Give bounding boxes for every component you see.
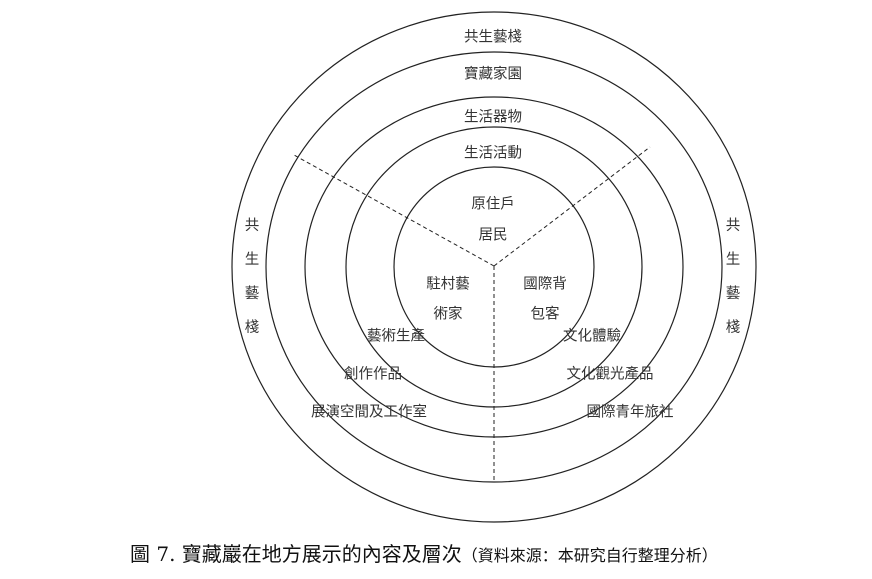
ring-outer <box>231 11 757 523</box>
ring-label-third: 生活器物 <box>464 109 522 126</box>
ring-label-fourth: 生活活動 <box>464 145 522 162</box>
side-label-right: 共 生 藝 棧 <box>726 214 741 337</box>
left-item: 展演空間及工作室 <box>311 404 427 421</box>
side-label-left: 共 生 藝 棧 <box>245 214 260 337</box>
side-char: 藝 <box>244 286 260 302</box>
center-left-line1: 駐村藝 <box>426 276 470 293</box>
divider-right <box>493 146 651 267</box>
divider-left <box>293 154 495 267</box>
side-char: 藝 <box>725 286 741 302</box>
center-top-line2: 居民 <box>478 227 508 244</box>
caption-title: 圖 7. 寶藏巖在地方展示的內容及層次 <box>130 542 462 566</box>
center-right-line2: 包客 <box>530 306 560 323</box>
center-top-line1: 原住戶 <box>471 196 515 213</box>
side-char: 生 <box>244 252 260 268</box>
caption-source: （資料來源：本研究自行整理分析） <box>461 546 718 565</box>
side-char: 棧 <box>725 320 741 336</box>
ring-second <box>265 51 723 483</box>
left-item: 藝術生產 <box>367 328 425 345</box>
left-item: 創作作品 <box>344 366 402 383</box>
right-item: 國際青年旅社 <box>586 404 674 421</box>
side-char: 生 <box>725 252 741 268</box>
ring-label-second: 寶藏家園 <box>464 66 522 83</box>
side-char: 棧 <box>244 320 260 336</box>
side-char: 共 <box>725 218 741 234</box>
right-item: 文化體驗 <box>563 328 621 345</box>
ring-label-outer: 共生藝棧 <box>464 29 522 46</box>
side-char: 共 <box>244 218 260 234</box>
right-item: 文化觀光產品 <box>566 366 654 383</box>
figure-caption: 圖 7. 寶藏巖在地方展示的內容及層次（資料來源：本研究自行整理分析） <box>130 538 718 567</box>
center-right-line1: 國際背 <box>523 276 567 293</box>
center-left-line2: 術家 <box>433 306 463 323</box>
